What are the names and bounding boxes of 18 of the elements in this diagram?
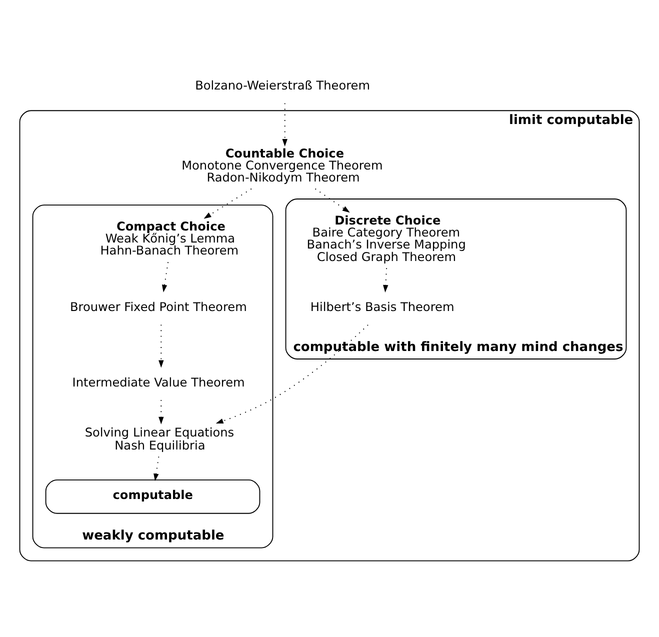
node-text: Countable Choice Monotone Convergence Theorem Radon-Nikodym Theorem xyxy=(182,146,383,184)
node-text: Solving Linear Equations Nash Equilibria xyxy=(84,425,234,452)
arrow xyxy=(154,456,160,481)
arrow xyxy=(314,188,350,212)
arrow xyxy=(204,188,252,218)
arrow xyxy=(158,324,164,368)
node-box: computable xyxy=(45,478,260,514)
arrow xyxy=(158,399,164,424)
arrow xyxy=(383,267,388,292)
node-text: Intermediate Value Theorem xyxy=(72,374,245,389)
arrow xyxy=(162,261,169,292)
node-text: Compact Choice Weak Kőnig’s Lemma Hahn-Banach Theorem xyxy=(100,219,239,258)
arrow xyxy=(282,102,288,146)
node-text: Brouwer Fixed Point Theorem xyxy=(70,300,247,314)
node-text: Discrete Choice Baire Category Theorem Banach’s Inverse Mapping Closed Graph Theorem xyxy=(306,212,466,264)
arrow xyxy=(216,324,368,424)
node-text: Bolzano-Weierstraß Theorem xyxy=(195,78,370,92)
node-text: Hilbert’s Basis Theorem xyxy=(310,300,454,314)
